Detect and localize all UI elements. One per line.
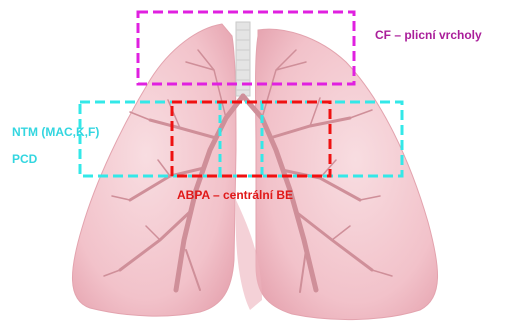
pcd-label: PCD [12,152,37,166]
ntm-label: NTM (MAC,K,F) [12,125,99,139]
cf-label: CF – plicní vrcholy [375,28,482,42]
abpa-label: ABPA – centrální BE [177,188,293,202]
